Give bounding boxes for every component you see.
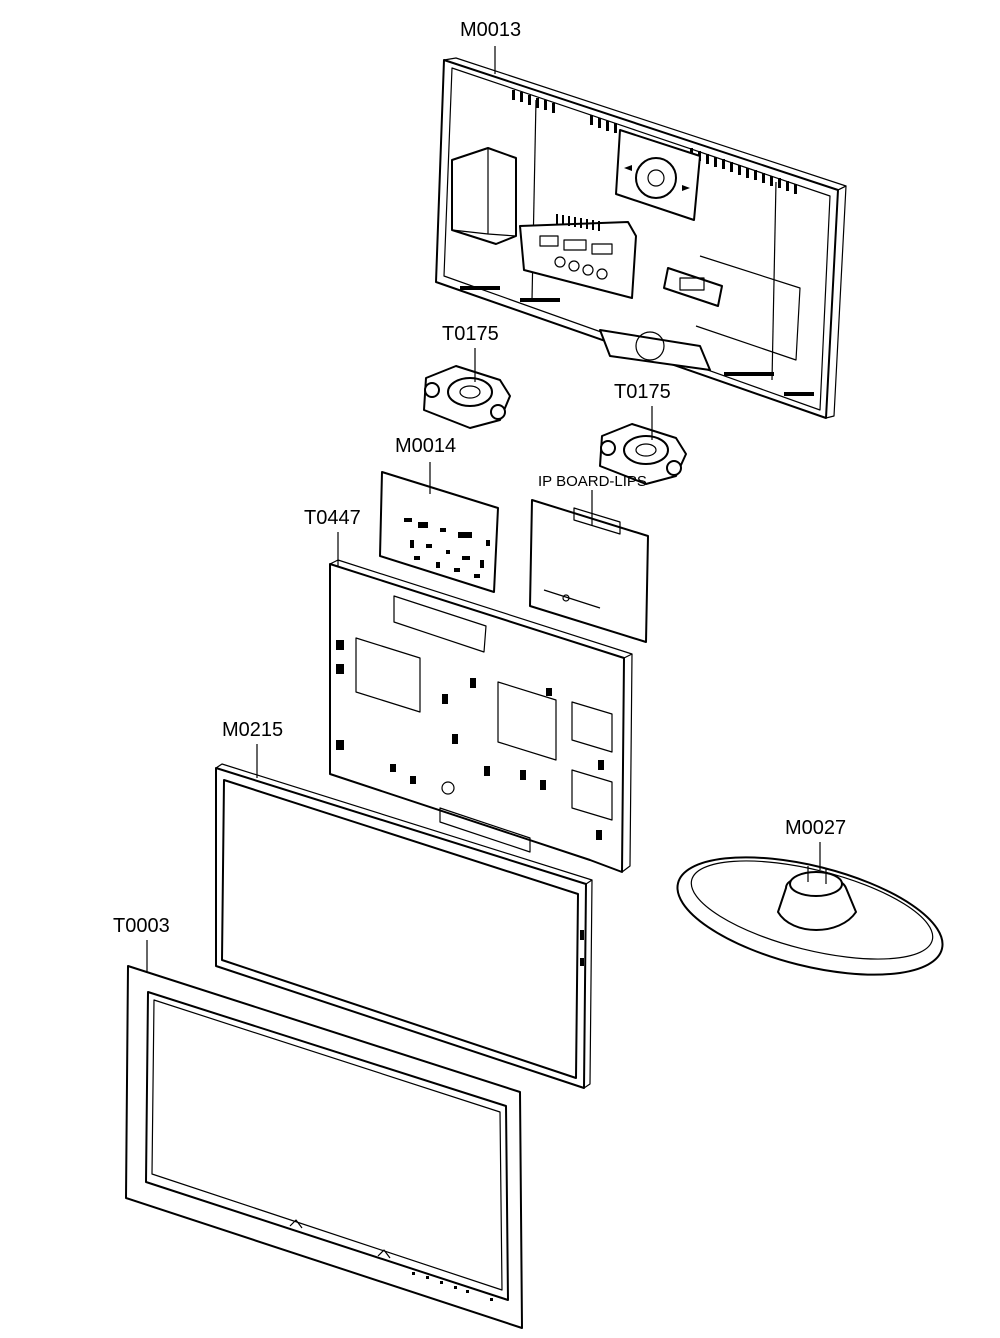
ip-board-part: [529, 499, 649, 643]
label-ip-board: IP BOARD-LIPS: [538, 473, 647, 490]
main-board-part: [379, 471, 499, 593]
lcd-panel-part: [215, 763, 593, 1089]
label-t0175-right: T0175: [614, 381, 671, 403]
label-t0447: T0447: [304, 507, 361, 529]
label-m0215: M0215: [222, 719, 284, 741]
stand-base-part: [676, 856, 944, 976]
leader-lines: [146, 46, 821, 972]
front-bezel-part: [125, 965, 523, 1329]
label-m0014: M0014: [395, 435, 457, 457]
speaker-right-part: [599, 423, 687, 485]
rear-cover-part: [435, 57, 847, 419]
label-t0003: T0003: [113, 915, 170, 937]
label-t0175-left: T0175: [442, 323, 499, 345]
label-m0013: M0013: [460, 19, 522, 41]
chassis-part: [329, 559, 633, 873]
speaker-left-part: [423, 365, 511, 429]
label-m0027: M0027: [785, 817, 847, 839]
